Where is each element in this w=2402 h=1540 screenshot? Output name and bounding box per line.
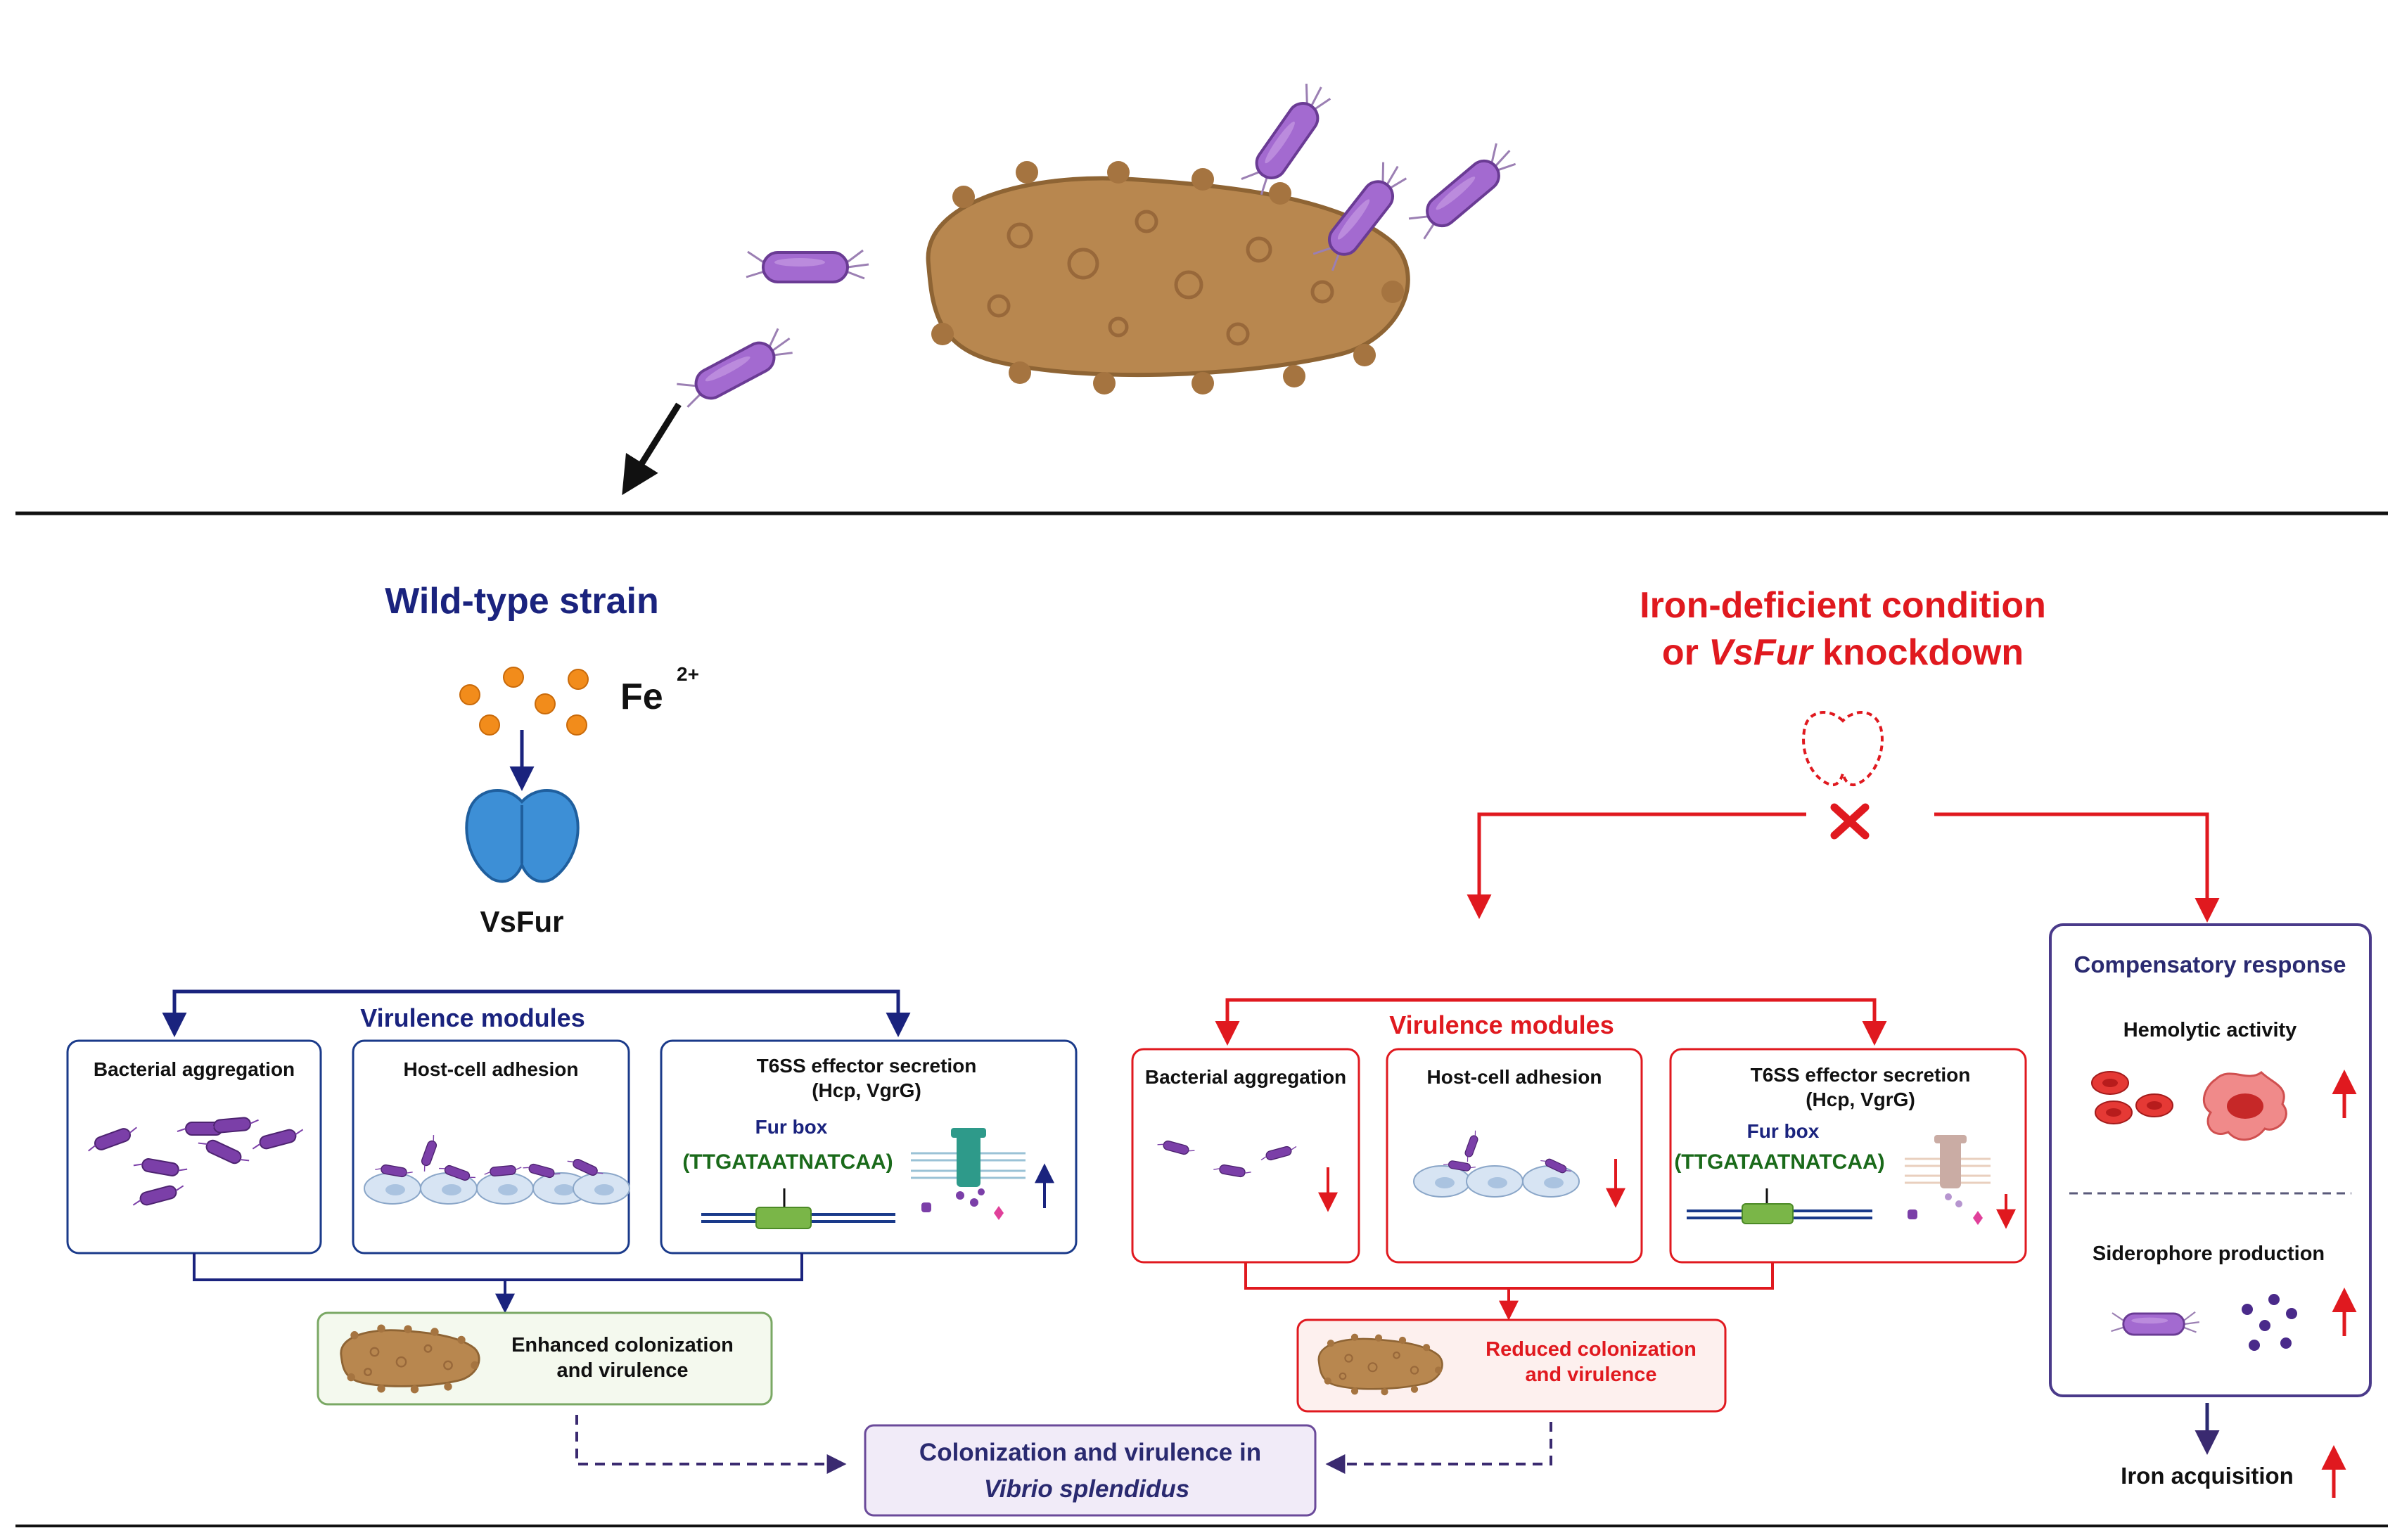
entry-arrow [622, 402, 682, 496]
t6ss-secretion-icon [911, 1128, 1026, 1220]
wild-type-title: Wild-type strain [385, 581, 659, 622]
wt-modules-title: Virulence modules [360, 1003, 584, 1032]
id-t6ss-line1: T6SS effector secretion [1751, 1064, 1971, 1086]
iron-deficient-title-line1: Iron-deficient condition [1640, 585, 2046, 626]
id-adhesion-label: Host-cell adhesion [1427, 1066, 1602, 1088]
wt-motif: (TTGATAATNATCAA) [682, 1150, 893, 1174]
host-cell-icon [1413, 1165, 1580, 1198]
center-line1: Colonization and virulence in [919, 1439, 1261, 1466]
cross-icon [1830, 803, 1870, 840]
colonization-summary-box [864, 1424, 1317, 1517]
iron-acquisition-label: Iron acquisition [2121, 1463, 2294, 1489]
rod-bacterium-icon [745, 249, 870, 283]
dna-furbox-icon [701, 1188, 895, 1229]
sea-cucumber-icon [928, 161, 1408, 394]
hemolytic-label: Hemolytic activity [2123, 1019, 2297, 1041]
wt-aggregation-label: Bacterial aggregation [94, 1058, 295, 1080]
siderophore-label: Siderophore production [2093, 1243, 2325, 1265]
id-adhesion-panel [1386, 1048, 1643, 1264]
id-motif: (TTGATAATNATCAA) [1674, 1150, 1884, 1174]
reduced-line2: and virulence [1526, 1363, 1657, 1386]
red-blood-cell-icon [2091, 1071, 2173, 1124]
reduced-line1: Reduced colonization [1486, 1338, 1697, 1361]
fur-protein-icon [465, 789, 580, 883]
wt-t6ss-line1: T6SS effector secretion [757, 1055, 977, 1077]
rod-bacterium-icon [1405, 138, 1523, 245]
wt-furbox-label: Fur box [755, 1116, 828, 1138]
siderophore-icon [2242, 1294, 2297, 1351]
rod-bacterium-icon [675, 326, 798, 411]
dna-furbox-icon [1687, 1188, 1872, 1224]
top-illustration [622, 77, 1523, 496]
id-furbox-label: Fur box [1747, 1120, 1820, 1142]
lysed-cell-icon [2202, 1071, 2287, 1141]
wt-t6ss-line2: (Hcp, VgrG) [812, 1079, 921, 1101]
protein-label: VsFur [480, 905, 563, 938]
fur-protein-icon [1802, 711, 1884, 787]
compensatory-panel [2049, 923, 2372, 1397]
wt-adhesion-label: Host-cell adhesion [404, 1058, 579, 1080]
t6ss-secretion-icon [1905, 1135, 1991, 1207]
center-line2: Vibrio splendidus [984, 1475, 1189, 1503]
rod-bacterium-icon [1238, 77, 1337, 199]
id-aggregation-label: Bacterial aggregation [1145, 1066, 1346, 1088]
host-cell-icon [364, 1172, 630, 1205]
ion-label: Fe [620, 676, 663, 717]
enhanced-line1: Enhanced colonization [511, 1334, 734, 1356]
compensatory-title: Compensatory response [2074, 951, 2346, 977]
ion-charge: 2+ [677, 663, 699, 685]
id-modules-title: Virulence modules [1389, 1010, 1614, 1039]
iron-deficient-title-line2: or VsFur knockdown [1662, 632, 2024, 673]
id-t6ss-line2: (Hcp, VgrG) [1806, 1089, 1915, 1110]
iron-ion-icon [459, 667, 589, 736]
enhanced-line2: and virulence [557, 1359, 689, 1382]
